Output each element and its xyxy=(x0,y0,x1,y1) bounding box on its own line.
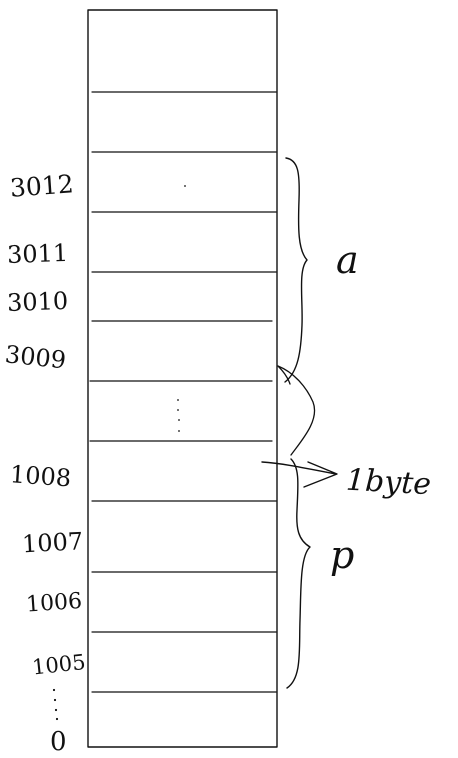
lower-brace xyxy=(286,458,311,689)
byte-arrow xyxy=(261,461,338,488)
ellipsis-dots-bottom xyxy=(52,688,59,721)
cell-dividers xyxy=(89,91,277,693)
memory-column xyxy=(87,9,278,748)
address-label: 1008 xyxy=(9,460,72,492)
zero-address-label: 0 xyxy=(50,727,67,757)
connector-loop xyxy=(277,365,316,456)
address-label: 3009 xyxy=(4,340,68,374)
address-label: 3011 xyxy=(7,239,69,269)
upper-brace xyxy=(284,157,308,383)
brace-label-p: p xyxy=(330,533,354,577)
address-label: 3012 xyxy=(9,169,74,202)
brace-label-a: a xyxy=(336,238,359,282)
ellipsis-dots-inside xyxy=(177,185,186,432)
address-label: 3010 xyxy=(7,287,69,317)
address-label: 1006 xyxy=(25,589,83,618)
address-labels: 3012 3011 3010 3009 1008 1007 1006 1005 xyxy=(4,169,87,679)
byte-label: 1byte xyxy=(345,463,432,502)
address-label: 1005 xyxy=(31,650,87,679)
address-label: 1007 xyxy=(21,527,83,558)
